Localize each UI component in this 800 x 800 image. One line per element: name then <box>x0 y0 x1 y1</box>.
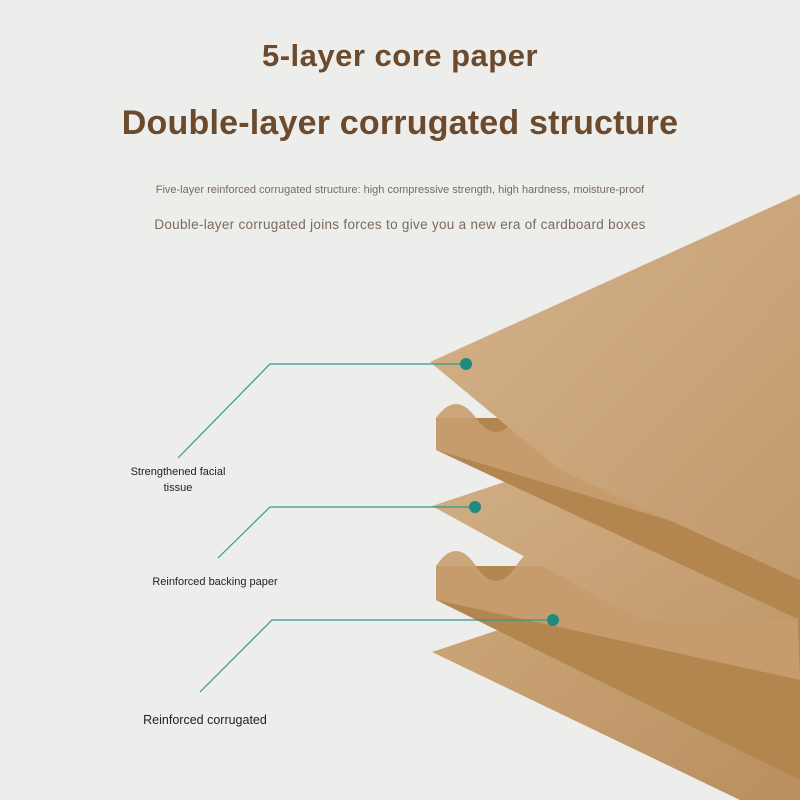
callout-label-backing-paper: Reinforced backing paper <box>152 576 278 588</box>
callout-line-3 <box>199 614 559 693</box>
subheading-line-1: Five-layer reinforced corrugated structu… <box>155 184 645 196</box>
callout-label-corrugated: Reinforced corrugated <box>143 713 267 727</box>
top-facial-sheet <box>430 194 800 580</box>
heading-line-2: Double-layer corrugated structure <box>121 104 679 142</box>
callout-line-1 <box>177 358 472 459</box>
callout-line-2 <box>217 501 481 559</box>
callout-label-facial-tissue: Strengthened facial tissue <box>130 466 226 494</box>
subheading-line-2: Double-layer corrugated joins forces to … <box>154 217 646 232</box>
heading-line-1: 5-layer core paper <box>261 38 539 73</box>
